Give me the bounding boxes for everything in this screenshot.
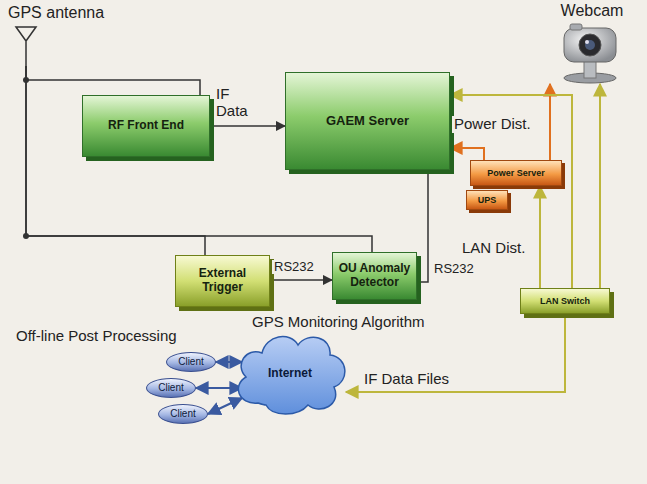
power-box: Power Server xyxy=(470,160,562,186)
internet-cloud: Internet xyxy=(228,325,352,420)
node-text: Client xyxy=(158,382,184,394)
process-box: RF Front End xyxy=(82,95,210,157)
antenna-symbol: GPS antenna xyxy=(8,4,122,66)
connector xyxy=(450,148,484,160)
connector xyxy=(599,84,601,288)
distribution-note: LAN Dist. xyxy=(462,240,525,257)
node-text: GAEM Server xyxy=(326,114,409,129)
ups-box: UPS xyxy=(466,190,508,210)
node-text: Client xyxy=(170,408,196,420)
server-box: GAEM Server xyxy=(285,72,450,170)
connector xyxy=(270,279,332,281)
connector xyxy=(210,125,285,127)
group-caption: GPS Monitoring Algorithm xyxy=(252,314,425,331)
signal-label: RS232 xyxy=(432,262,476,276)
connector xyxy=(450,95,572,288)
node-text: RF Front End xyxy=(108,119,184,133)
webcam-picture xyxy=(540,22,640,84)
client-oval: Client xyxy=(166,352,216,372)
signal-label: IF Data xyxy=(214,86,260,119)
switch-box: LAN Switch xyxy=(520,288,610,314)
signal-label: IF Data Files xyxy=(362,371,451,388)
signal-label: RS232 xyxy=(272,260,316,274)
node-text: Webcam xyxy=(540,2,644,20)
node-text: LAN Switch xyxy=(540,296,590,306)
node-text: External Trigger xyxy=(181,267,264,295)
connector xyxy=(216,361,242,363)
node-text: Internet xyxy=(268,366,312,380)
client-oval: Client xyxy=(146,378,196,398)
connector xyxy=(208,398,242,414)
node-text: OU Anomaly Detector xyxy=(338,262,411,290)
connector xyxy=(26,66,200,95)
connector xyxy=(417,170,428,282)
connector xyxy=(196,387,242,389)
node-text: UPS xyxy=(478,195,497,205)
node-text: Power Server xyxy=(487,168,545,178)
node-text: GPS antenna xyxy=(8,4,122,22)
detector-box: OU Anomaly Detector xyxy=(332,252,417,300)
client-oval: Client xyxy=(158,404,208,424)
trigger-box: External Trigger xyxy=(175,255,270,307)
signal-label: Power Dist. xyxy=(452,116,533,133)
node-text: Client xyxy=(178,356,204,368)
group-caption: Off-line Post Processing xyxy=(16,328,177,345)
antenna-symbol xyxy=(14,26,38,68)
webcam: Webcam xyxy=(540,2,644,84)
connector xyxy=(539,186,541,288)
